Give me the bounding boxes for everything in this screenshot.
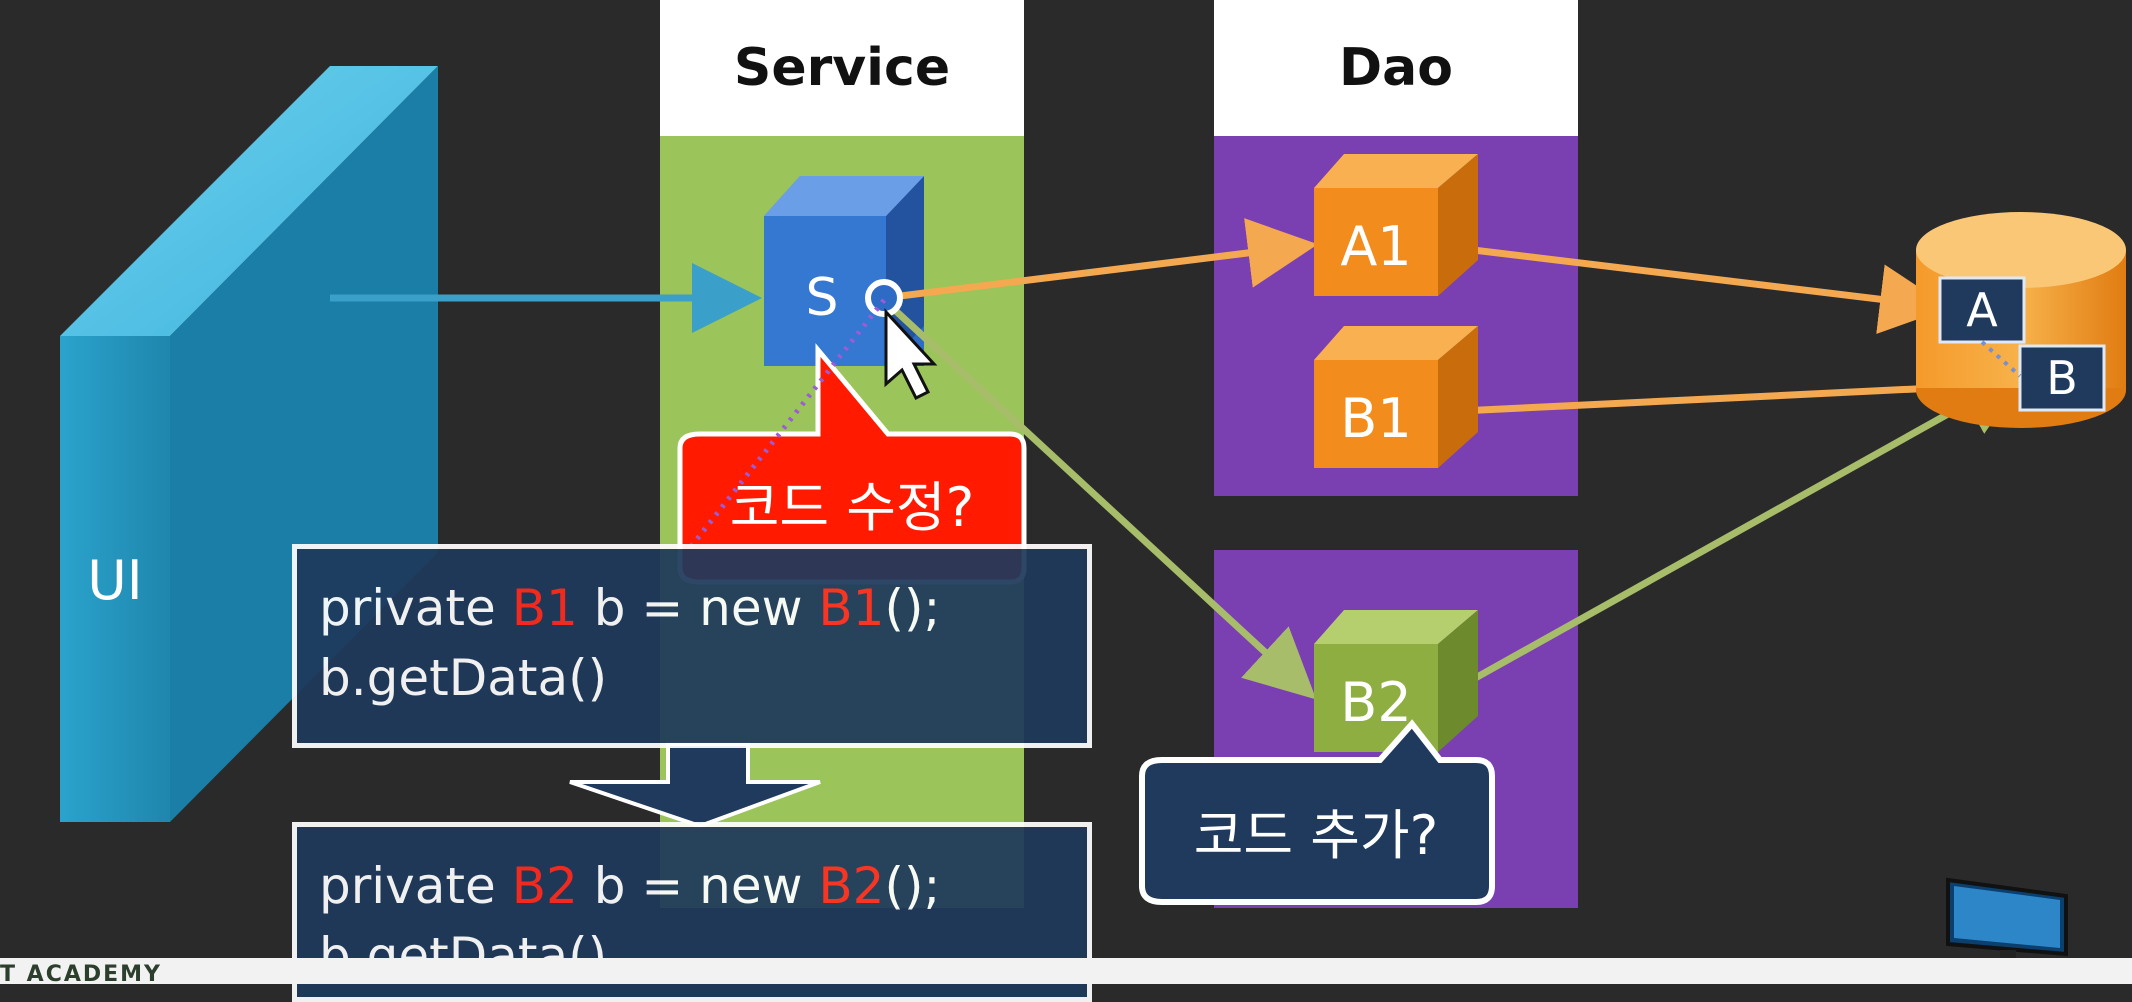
add-bubble-text: 코드 추가? xyxy=(1193,803,1439,867)
code-text: (); xyxy=(884,857,941,915)
bottom-strip xyxy=(0,958,2132,984)
modify-bubble-text: 코드 수정? xyxy=(729,475,975,539)
service-cube-label: S xyxy=(805,268,839,328)
service-column-header: Service xyxy=(660,0,1024,136)
code-ctor-highlight: B2 xyxy=(818,857,885,915)
connector-ring xyxy=(865,279,903,317)
dao-b2-label: B2 xyxy=(1340,670,1412,734)
code-keyword: private xyxy=(319,579,512,637)
code-before-box: private B1 b = new B1(); b.getData() xyxy=(292,544,1092,748)
code-text: b = new xyxy=(577,579,819,637)
arrow-b2-to-db-b xyxy=(1434,369,2029,704)
db-table-a-box xyxy=(1938,276,2026,344)
mouse-cursor-icon xyxy=(884,308,938,401)
ui-label: UI xyxy=(87,548,143,612)
dao-a1-label: A1 xyxy=(1340,214,1412,278)
code-before-line2: b.getData() xyxy=(319,649,608,707)
service-cube xyxy=(764,176,924,366)
down-arrow xyxy=(569,742,821,829)
code-ctor-highlight: B1 xyxy=(818,579,885,637)
dotted-reference-line xyxy=(688,298,886,550)
db-table-b-label: B xyxy=(2046,351,2078,405)
db-table-b-box xyxy=(2018,344,2106,412)
dao-column-header: Dao xyxy=(1214,0,1578,136)
monitor-icon xyxy=(1946,877,2068,968)
code-type-highlight: B1 xyxy=(511,579,578,637)
code-type-highlight: B2 xyxy=(511,857,578,915)
code-after-line1: private B2 b = new B2(); xyxy=(319,851,1087,921)
db-relation-line xyxy=(1980,340,2022,378)
dao-a1-cube xyxy=(1314,154,1478,296)
dao-b1-label: B1 xyxy=(1340,386,1412,450)
add-bubble-shape xyxy=(1139,719,1495,905)
dao-b2-cube xyxy=(1314,610,1478,752)
db-table-a-label: A xyxy=(1966,283,1998,337)
footer-brand-logo: T ACADEMY xyxy=(0,962,162,987)
code-text: (); xyxy=(884,579,941,637)
code-text: b = new xyxy=(577,857,819,915)
arrow-a1-to-db-a xyxy=(1439,242,1950,335)
code-before-line1: private B1 b = new B1(); xyxy=(319,573,1087,643)
code-keyword: private xyxy=(319,857,512,915)
arrow-service-to-a1 xyxy=(883,218,1318,302)
dao-b1-cube xyxy=(1314,326,1478,468)
ui-wall xyxy=(60,66,438,822)
arrow-service-to-b2 xyxy=(881,297,1317,700)
